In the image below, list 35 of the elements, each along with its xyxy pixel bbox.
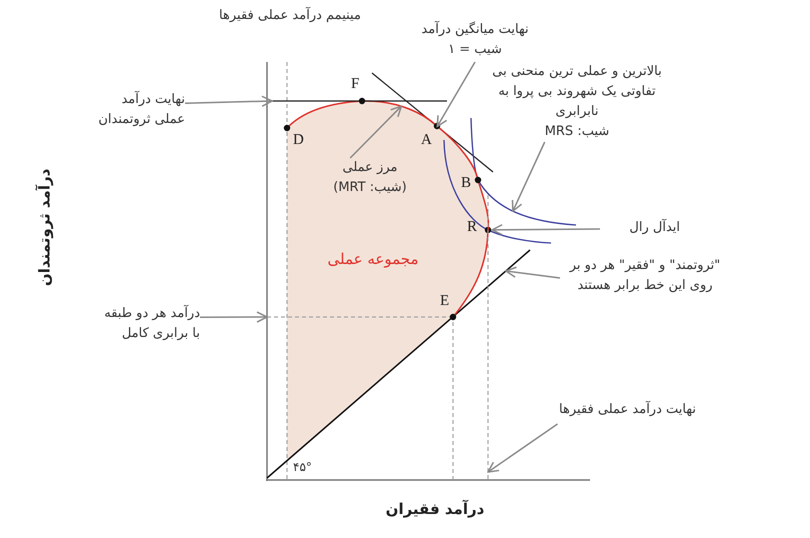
point-label: B bbox=[461, 174, 472, 193]
callout-text: نهایت درآمد عملی فقیرها bbox=[558, 400, 697, 419]
point-label: E bbox=[440, 292, 450, 311]
point-dot bbox=[484, 226, 492, 234]
callout-text: شیب = ۱ bbox=[447, 41, 503, 59]
point-label: A bbox=[421, 131, 432, 150]
callout-text: نهایت میانگین درآمد bbox=[420, 20, 530, 39]
leader-arrow bbox=[436, 62, 476, 128]
equality-line bbox=[266, 249, 530, 479]
callout-text: درآمد هر دو طبقه با برابری کامل bbox=[103, 304, 200, 343]
callout-text: شیب: MRS bbox=[544, 123, 610, 141]
max-income-line bbox=[272, 100, 447, 102]
point-label: F bbox=[351, 75, 360, 94]
callout-text: نهایت درآمد عملی ثروتمندان bbox=[97, 90, 185, 129]
callout-text: "ثروتمند" و "فقیر" هر دو بر روی این خط برابر هستند bbox=[568, 257, 722, 295]
leader-arrow bbox=[200, 311, 268, 323]
tangent-line bbox=[372, 72, 494, 172]
leader-arrow bbox=[350, 105, 402, 159]
leader-arrow bbox=[512, 142, 546, 212]
callout-text: (شیب: MRT) bbox=[332, 179, 408, 197]
axis-title: درآمد فقیران bbox=[384, 500, 486, 519]
axis-title: درآمد ثروتمندان bbox=[36, 168, 54, 288]
callout-text: مرز عملی bbox=[342, 159, 398, 177]
callout-text: بالاترین و عملی ترین منحنی بی تفاوتی یک شهروند بی پروا به نابرابری bbox=[491, 63, 663, 121]
frontier-curve bbox=[286, 100, 490, 318]
callout-text: ایدآل رال bbox=[628, 218, 680, 237]
leader-arrow bbox=[491, 224, 600, 236]
leader-arrow bbox=[505, 266, 560, 279]
region-label: مجموعه عملی bbox=[326, 250, 420, 269]
leader-arrow bbox=[184, 96, 273, 107]
leader-arrow bbox=[487, 423, 558, 473]
point-label: R bbox=[467, 218, 478, 237]
angle-label: ۴۵° bbox=[293, 460, 312, 475]
axis-note: مینیمم درآمد عملی فقیرها bbox=[218, 8, 362, 24]
point-label: D bbox=[293, 131, 304, 150]
